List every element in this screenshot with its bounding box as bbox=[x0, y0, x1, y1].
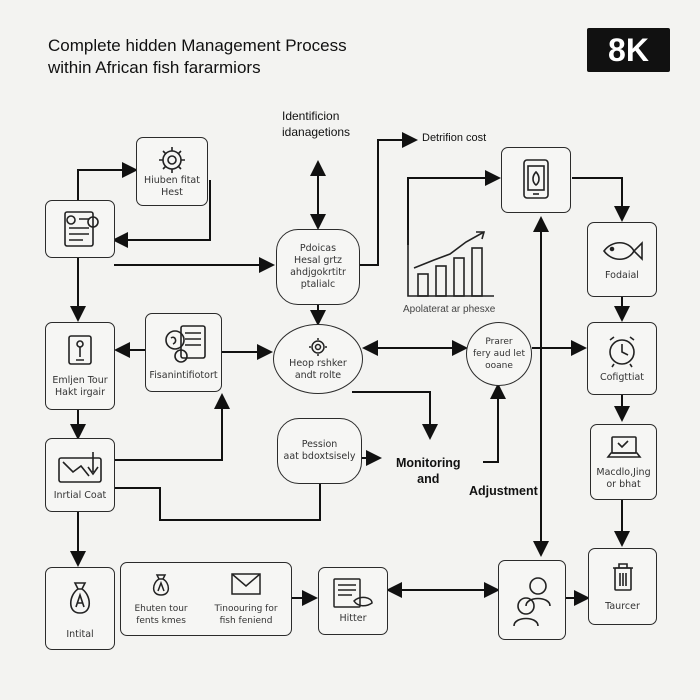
clipboard-icon bbox=[68, 335, 92, 365]
diagram-title-line1: Complete hidden Management Process bbox=[48, 36, 347, 55]
tinoouring-label: Tinoouring for fish feniend bbox=[214, 604, 278, 626]
trash-icon bbox=[612, 562, 633, 591]
money-bag-icon-small bbox=[152, 574, 170, 596]
pession-label: Pession aat bdoxtsisely bbox=[283, 439, 356, 462]
prarer-node[interactable]: Prarer fery aud let ooane bbox=[466, 322, 532, 386]
cost-chart-icon bbox=[58, 452, 102, 483]
diagram-title-line2: within African fish fararmiors bbox=[48, 58, 261, 77]
gear-fish-icon bbox=[159, 146, 185, 173]
hidden-fish-node[interactable]: Hiuben fitat Hest bbox=[136, 137, 208, 206]
ehuten-label: Ehuten tour fents kmes bbox=[134, 604, 188, 626]
alarm-clock-icon bbox=[609, 335, 635, 367]
hidden-fish-label: Hiuben fitat Hest bbox=[144, 174, 200, 198]
tablet-icon bbox=[523, 159, 549, 199]
detrifion-cost-label: Detrifion cost bbox=[422, 132, 487, 144]
bar-chart-graphic bbox=[407, 230, 494, 297]
initial-cost-label: Inrtial Coat bbox=[53, 490, 107, 501]
heop-node[interactable]: Heop rshker andt rolte bbox=[273, 324, 363, 394]
money-bag-icon bbox=[69, 581, 91, 614]
gear-icon bbox=[309, 338, 327, 356]
documents-icon bbox=[333, 578, 373, 608]
fisanintifiotort-label: Fisanintifiotort bbox=[149, 369, 218, 381]
fisanintifiotort-node[interactable]: Fisanintifiotort bbox=[145, 313, 222, 392]
emijen-node[interactable]: Emljen Tour Hakt irgair bbox=[45, 322, 115, 410]
fish-node[interactable]: Fodaial bbox=[587, 222, 657, 297]
document-node[interactable] bbox=[45, 200, 115, 258]
fish-label: Fodaial bbox=[605, 269, 639, 281]
identification-label: Identificion idanagetions bbox=[282, 109, 351, 139]
document-icon bbox=[64, 211, 99, 247]
clock-label: Cofigttiat bbox=[599, 371, 645, 383]
people-icon bbox=[513, 577, 551, 627]
pession-node[interactable]: Pession aat bdoxtsisely bbox=[277, 418, 362, 484]
laptop-icon bbox=[605, 436, 642, 458]
chart-caption: Apolaterat ar phesxe bbox=[403, 304, 496, 315]
ehuten-tinoouring-panel[interactable]: Ehuten tour fents kmes Tinoouring for fi… bbox=[120, 562, 292, 636]
process-node[interactable]: Pdoicas Hesal grtz ahdjgokrtitr ptalialc bbox=[276, 229, 360, 305]
heop-label: Heop rshker andt rolte bbox=[289, 358, 347, 381]
intital-node[interactable]: Intital bbox=[45, 567, 115, 650]
hitter-label: Hitter bbox=[339, 613, 367, 624]
fish-icon bbox=[603, 240, 643, 261]
emijen-label: Emljen Tour Hakt irgair bbox=[52, 375, 108, 398]
adjustment-label: Adjustment bbox=[469, 484, 538, 498]
hitter-node[interactable]: Hitter bbox=[318, 567, 388, 635]
trash-label: Taurcer bbox=[605, 600, 640, 612]
resolution-badge: 8K bbox=[587, 28, 670, 72]
laptop-node[interactable]: Macdlo,Jing or bhat bbox=[590, 424, 657, 500]
envelope-icon bbox=[231, 573, 261, 595]
monitoring-label: Monitoring and bbox=[396, 456, 461, 486]
person-document-icon bbox=[164, 324, 206, 363]
trash-node[interactable]: Taurcer bbox=[588, 548, 657, 625]
initial-cost-node[interactable]: Inrtial Coat bbox=[45, 438, 115, 512]
prarer-label: Prarer fery aud let ooane bbox=[473, 337, 525, 371]
process-label: Pdoicas Hesal grtz ahdjgokrtitr ptalialc bbox=[290, 243, 346, 290]
laptop-label: Macdlo,Jing or bhat bbox=[596, 467, 651, 490]
clock-node[interactable]: Cofigttiat bbox=[587, 322, 657, 395]
tinoouring-item: Tinoouring for fish feniend bbox=[215, 571, 278, 627]
people-node[interactable] bbox=[498, 560, 566, 640]
intital-label: Intital bbox=[66, 628, 94, 640]
ehuten-item: Ehuten tour fents kmes bbox=[134, 571, 188, 627]
tablet-node[interactable] bbox=[501, 147, 571, 213]
